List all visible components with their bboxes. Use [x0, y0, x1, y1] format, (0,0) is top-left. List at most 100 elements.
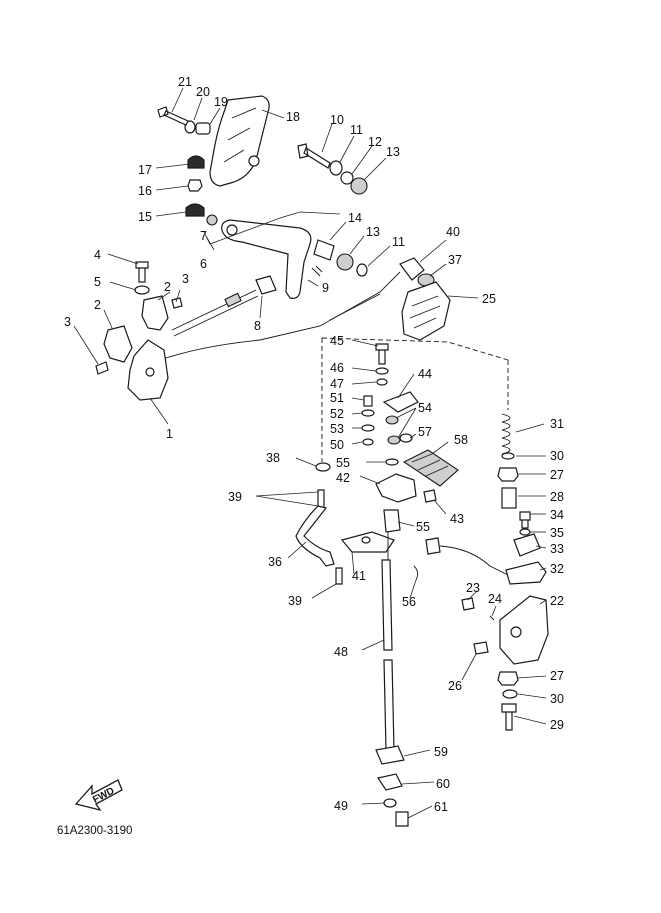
part-8-cable-joint	[224, 292, 242, 308]
part-29-bolt	[501, 703, 517, 731]
callout-13-upper: 13	[386, 145, 400, 159]
callout-38: 38	[266, 451, 280, 465]
part-31-spring	[501, 413, 511, 455]
part-6-lever-hole	[226, 224, 238, 236]
part-50-washer	[362, 438, 374, 446]
part-25-cover	[401, 281, 451, 341]
part-49-washer	[383, 798, 397, 808]
part-18-hole	[248, 155, 260, 167]
part-54-spacer-b	[387, 435, 401, 445]
part-56-clip	[413, 565, 419, 581]
part-30-washer-upper	[501, 452, 515, 460]
part-drawings	[74, 95, 549, 827]
callout-46: 46	[330, 361, 344, 375]
callout-32: 32	[550, 562, 564, 576]
callout-24: 24	[488, 592, 502, 606]
part-39-pin-lower	[335, 567, 343, 585]
callout-5: 5	[94, 275, 101, 289]
callout-33: 33	[550, 542, 564, 556]
callout-16: 16	[138, 184, 152, 198]
cable-line	[159, 271, 401, 361]
callout-49: 49	[334, 799, 348, 813]
callout-47: 47	[330, 377, 344, 391]
callout-37: 37	[448, 253, 462, 267]
callout-4: 4	[94, 248, 101, 262]
callout-54: 54	[418, 401, 432, 415]
callout-27-lower: 27	[550, 669, 564, 683]
part-48-shaft-upper	[381, 559, 393, 651]
part-1-hole	[145, 367, 155, 377]
part-8-cable-rod	[171, 289, 259, 337]
callout-50: 50	[330, 438, 344, 452]
part-27-nut-lower	[497, 671, 519, 686]
callout-56: 56	[402, 595, 416, 609]
callout-43: 43	[450, 512, 464, 526]
part-14-collar	[313, 239, 335, 261]
callout-21: 21	[178, 75, 192, 89]
cable-line-2	[329, 293, 381, 321]
part-13-bushing-lower	[336, 253, 354, 271]
part-41-hole	[361, 536, 371, 544]
assembly-outline	[321, 337, 509, 462]
callout-28: 28	[550, 490, 564, 504]
part-59-plate	[375, 745, 405, 765]
fwd-label: FWD	[91, 786, 116, 806]
part-39-pin-upper	[317, 489, 325, 509]
part-8-cable-end	[255, 275, 277, 295]
callout-31: 31	[550, 417, 564, 431]
callout-60: 60	[436, 777, 450, 791]
callout-6: 6	[200, 257, 207, 271]
part-40-joint	[399, 257, 425, 281]
part-32-lever	[505, 561, 547, 585]
callout-55-lower: 55	[416, 520, 430, 534]
part-45-bolt	[375, 343, 389, 365]
part-46-washer	[375, 367, 389, 375]
callout-18: 18	[286, 110, 300, 124]
callout-45: 45	[330, 334, 344, 348]
callout-30-lower: 30	[550, 692, 564, 706]
callout-41: 41	[352, 569, 366, 583]
callout-48: 48	[334, 645, 348, 659]
part-21-bolt	[157, 106, 189, 126]
callout-17: 17	[138, 163, 152, 177]
part-24-pin	[489, 615, 495, 621]
callout-15: 15	[138, 210, 152, 224]
part-15-clip	[185, 203, 205, 217]
part-35-washer	[519, 528, 531, 536]
part-13-bushing-upper	[350, 177, 368, 195]
callout-30-upper: 30	[550, 449, 564, 463]
part-17-clip	[187, 155, 205, 169]
callout-59: 59	[434, 745, 448, 759]
callout-19: 19	[214, 95, 228, 109]
callout-10: 10	[330, 113, 344, 127]
part-51-screw	[363, 395, 373, 407]
part-55-collar-lower	[383, 509, 401, 533]
part-52-washer	[361, 409, 375, 417]
callout-29: 29	[550, 718, 564, 732]
part-26-screw	[473, 641, 489, 655]
callout-42: 42	[336, 471, 350, 485]
part-47-washer	[376, 378, 388, 386]
callout-52: 52	[330, 407, 344, 421]
callout-39-lower: 39	[288, 594, 302, 608]
callout-1: 1	[166, 427, 173, 441]
callout-20: 20	[196, 85, 210, 99]
fwd-arrow-icon	[74, 779, 123, 812]
callout-36: 36	[268, 555, 282, 569]
callout-53: 53	[330, 422, 344, 436]
callout-11-lower: 11	[392, 235, 405, 249]
callout-3-lower: 3	[64, 315, 71, 329]
part-3-screw-lower	[95, 361, 109, 375]
callout-34: 34	[550, 508, 564, 522]
part-12-washer	[340, 171, 354, 185]
callout-7: 7	[200, 229, 207, 243]
callout-39-upper: 39	[228, 490, 242, 504]
cable-connector	[425, 537, 441, 555]
part-10-bolt	[297, 143, 331, 169]
part-33-link	[513, 533, 541, 557]
part-30-washer-lower	[502, 689, 518, 699]
callout-23: 23	[466, 581, 480, 595]
part-7-pin	[206, 214, 218, 226]
part-58-ridges	[411, 453, 449, 477]
part-20-washer	[184, 120, 196, 134]
